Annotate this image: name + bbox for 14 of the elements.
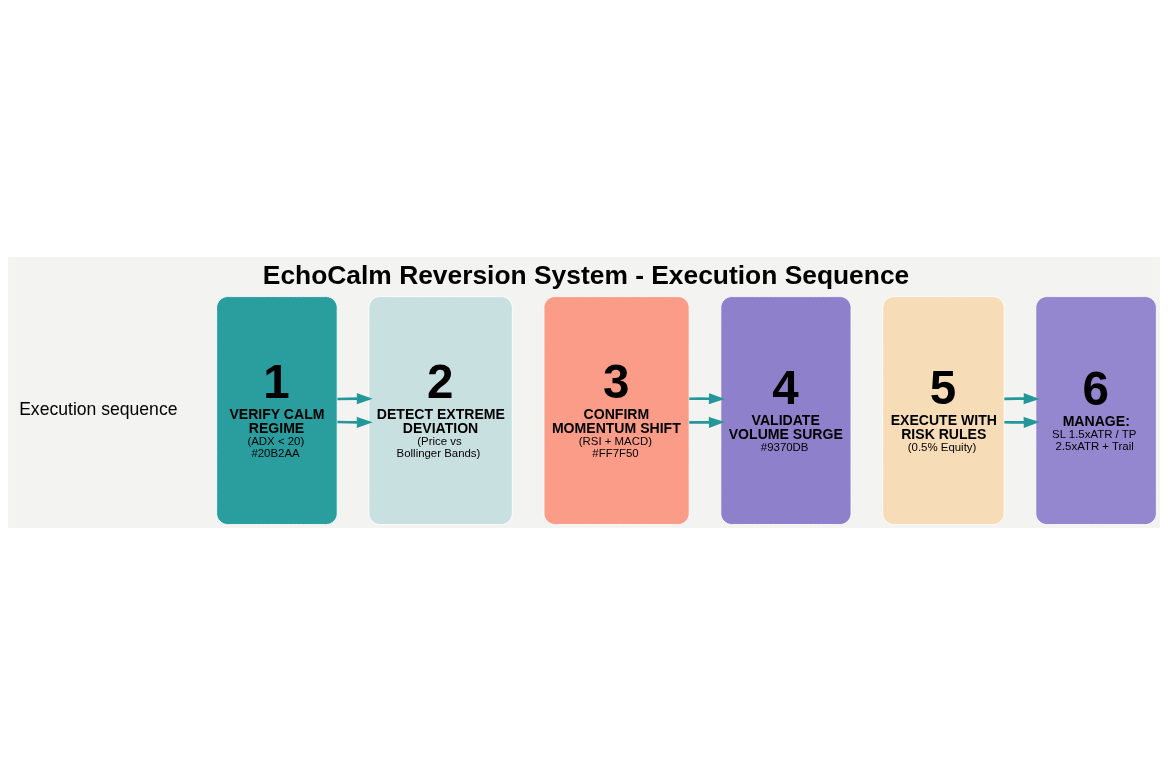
node-box: 4 VALIDATE VOLUME SURGE #9370DB: [720, 295, 852, 525]
arrow: [1004, 416, 1040, 428]
node-box: 6 MANAGE: SL 1.5xATR / TP 2.5xATR + Trail: [1035, 295, 1157, 525]
diagram-title: EchoCalm Reversion System - Execution Sequence: [262, 259, 910, 290]
node-box: 3 CONFIRM MOMENTUM SHIFT (RSI + MACD) #FF7F50: [543, 295, 690, 525]
arrow: [337, 416, 373, 428]
arrow: [689, 416, 725, 428]
node-box: 2 DETECT EXTREME DEVIATION (Price vs Bollinger Bands): [368, 295, 513, 525]
arrow: [689, 392, 725, 404]
arrow: [1004, 392, 1040, 404]
label: Execution sequence: [19, 398, 178, 419]
node-box: 1 VERIFY CALM REGIME (ADX < 20) #20B2AA: [216, 295, 338, 525]
arrow: [337, 392, 373, 404]
node-box: 5 EXECUTE WITH RISK RULES (0.5% Equity): [882, 295, 1005, 525]
